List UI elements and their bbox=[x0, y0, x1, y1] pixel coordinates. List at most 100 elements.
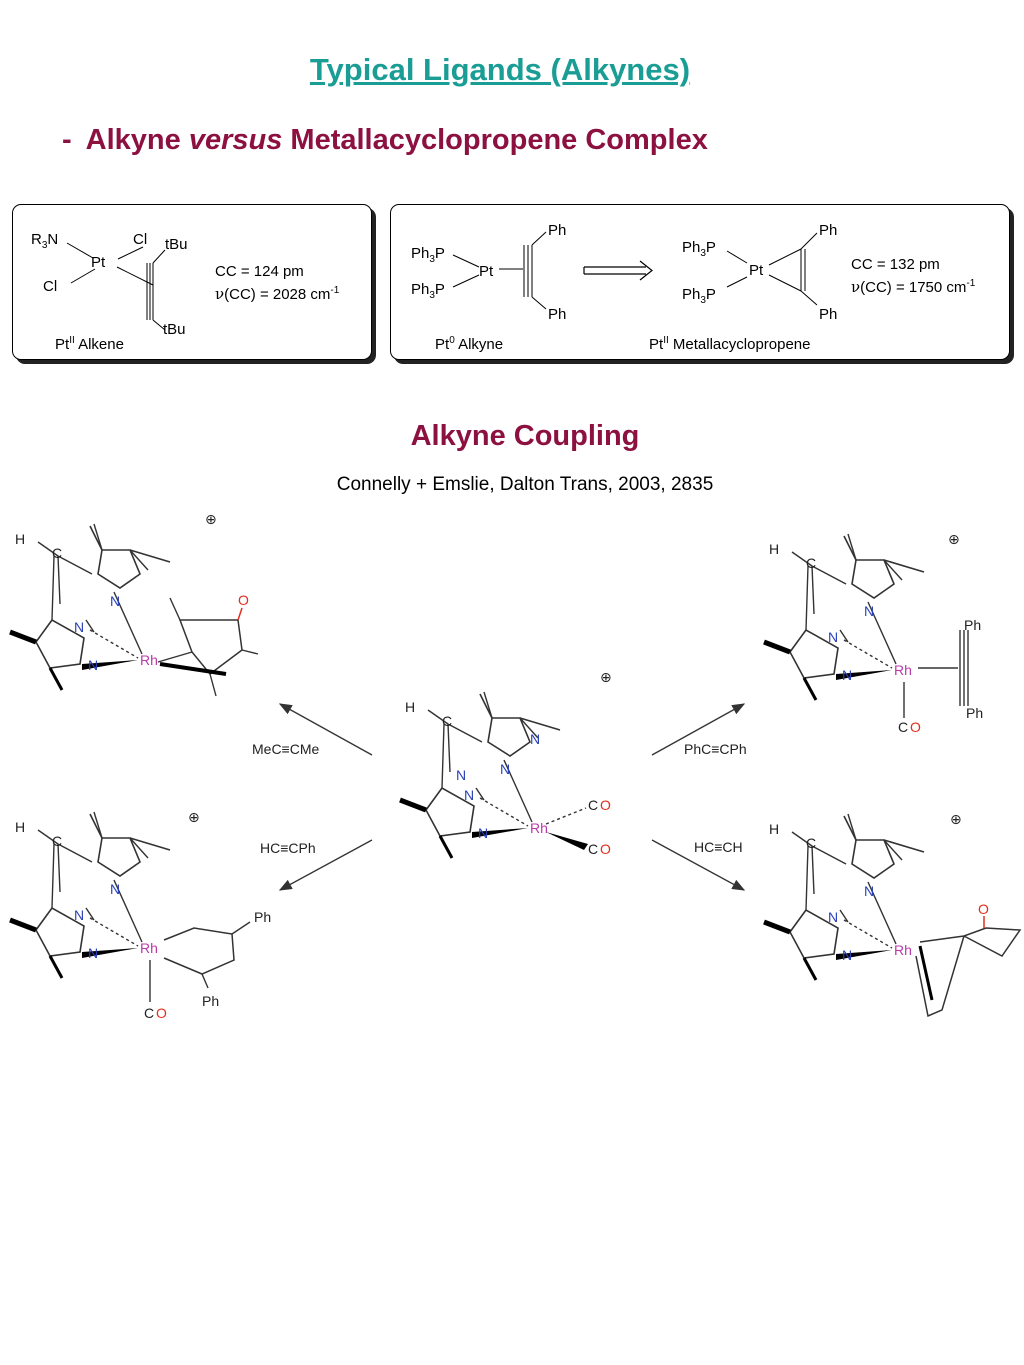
co-o-atom: O bbox=[910, 719, 921, 735]
alkene-cc: CC = 124 pm bbox=[215, 263, 304, 280]
n-atom: N bbox=[88, 945, 98, 961]
citation: Connelly + Emslie, Dalton Trans, 2003, 2… bbox=[336, 474, 714, 495]
rh-atom: Rh bbox=[530, 820, 548, 836]
subtitle-italic: versus bbox=[188, 124, 283, 156]
n-atom: N bbox=[88, 657, 98, 673]
page-title: Typical Ligands (Alkynes) bbox=[309, 52, 691, 87]
metallacycle-cc: CC = 132 pm bbox=[851, 256, 940, 273]
n-atom: N bbox=[864, 883, 874, 899]
plus-charge: ⊕ bbox=[600, 669, 612, 685]
alkene-caption: PtII Alkene bbox=[55, 335, 124, 353]
plus-charge: ⊕ bbox=[205, 511, 217, 527]
metallacycle-nu: ν(CC) = 1750 cm-1 bbox=[851, 278, 976, 296]
n-atom: N bbox=[864, 603, 874, 619]
subtitle: -Alkyne versus Metallacyclopropene Compl… bbox=[62, 124, 708, 157]
pt2-label: Pt bbox=[749, 262, 764, 279]
o-atom: O bbox=[238, 592, 249, 608]
product-bottom-right: N N N Rh H C O ⊕ bbox=[764, 811, 1022, 1018]
ph-label: Ph bbox=[202, 993, 219, 1009]
co-c-atom: C bbox=[144, 1005, 154, 1021]
central-complex: N N N N N Rh H C C O C O ⊕ bbox=[400, 669, 612, 858]
alkyne-caption: Pt0 Alkyne bbox=[435, 335, 504, 353]
rh-atom: Rh bbox=[894, 942, 912, 958]
n-atom: N bbox=[500, 761, 510, 777]
reaction-scheme: N N N N N Rh H C C O C O ⊕ N N N Rh H C … bbox=[0, 511, 1022, 1021]
arrow-top-right bbox=[651, 703, 746, 756]
o-atom: O bbox=[978, 901, 989, 917]
tbu-bottom-label: tBu bbox=[163, 321, 186, 338]
co-c-atom: C bbox=[588, 841, 598, 857]
ph-bottom-left: Ph bbox=[548, 306, 567, 323]
metallacycle-box: Ph3P Ph3P Pt Ph Ph Ph3P Ph3P Pt Ph Ph CC… bbox=[390, 204, 1010, 360]
n-atom: N bbox=[828, 629, 838, 645]
ph3p-bottom-left: Ph3P bbox=[411, 281, 445, 301]
n-atom: N bbox=[842, 947, 852, 963]
c-atom: C bbox=[806, 555, 816, 571]
ph-top-right: Ph bbox=[819, 222, 838, 239]
c-atom: C bbox=[806, 835, 816, 851]
n-atom: N bbox=[74, 907, 84, 923]
cl-left-label: Cl bbox=[43, 278, 58, 295]
co-o-atom: O bbox=[156, 1005, 167, 1021]
ph-label: Ph bbox=[966, 705, 983, 721]
n-atom: N bbox=[110, 881, 120, 897]
subtitle-pre: Alkyne bbox=[85, 124, 181, 156]
reagent-top-right: PhC≡CPh bbox=[684, 741, 747, 757]
arrow-bottom-left bbox=[278, 839, 373, 891]
n-atom: N bbox=[828, 909, 838, 925]
c-atom: C bbox=[52, 833, 62, 849]
n-atom: N bbox=[478, 825, 488, 841]
n-atom: N bbox=[464, 787, 474, 803]
n-atom: N bbox=[530, 731, 540, 747]
ph3p-bottom-right: Ph3P bbox=[682, 286, 716, 306]
h-atom: H bbox=[15, 819, 25, 835]
c-atom: C bbox=[52, 545, 62, 561]
pt-label: Pt bbox=[91, 254, 106, 271]
metallacycle-structure bbox=[452, 231, 818, 310]
cl-top-label: Cl bbox=[133, 231, 148, 248]
alkyne-coupling-title: Alkyne Coupling bbox=[410, 420, 640, 452]
co-o-atom: O bbox=[600, 841, 611, 857]
product-bottom-left: N N N Rh H C C O Ph Ph ⊕ bbox=[10, 809, 271, 1021]
n-atom: N bbox=[456, 767, 466, 783]
alkene-nu: ν(CC) = 2028 cm-1 bbox=[215, 285, 340, 303]
arrow-top-left bbox=[278, 703, 373, 756]
n-atom: N bbox=[74, 619, 84, 635]
ph3p-top-right: Ph3P bbox=[682, 239, 716, 259]
h-atom: H bbox=[769, 821, 779, 837]
reagent-top-left: MeC≡CMe bbox=[252, 741, 320, 757]
arrow-bottom-right bbox=[651, 839, 746, 891]
rh-atom: Rh bbox=[140, 940, 158, 956]
subtitle-dash: - bbox=[62, 124, 72, 156]
n-atom: N bbox=[842, 667, 852, 683]
alkene-box: R3N Pt Cl Cl tBu tBu CC = 124 pm ν(CC) =… bbox=[12, 204, 372, 360]
tbu-top-label: tBu bbox=[165, 236, 188, 253]
ph-label: Ph bbox=[964, 617, 981, 633]
alkene-structure bbox=[66, 242, 166, 331]
h-atom: H bbox=[405, 699, 415, 715]
c-atom: C bbox=[442, 713, 452, 729]
product-top-right: N N N Rh H C C O Ph Ph ⊕ bbox=[764, 531, 983, 735]
reagent-bottom-right: HC≡CH bbox=[694, 839, 743, 855]
co-o-atom: O bbox=[600, 797, 611, 813]
plus-charge: ⊕ bbox=[948, 531, 960, 547]
reagent-bottom-left: HC≡CPh bbox=[260, 840, 316, 856]
r3n-label: R3N bbox=[31, 231, 59, 251]
rh-atom: Rh bbox=[894, 662, 912, 678]
co-c-atom: C bbox=[898, 719, 908, 735]
ph-bottom-right: Ph bbox=[819, 306, 838, 323]
n-atom: N bbox=[110, 593, 120, 609]
ph-label: Ph bbox=[254, 909, 271, 925]
h-atom: H bbox=[15, 531, 25, 547]
ph-top-left: Ph bbox=[548, 222, 567, 239]
co-c-atom: C bbox=[588, 797, 598, 813]
ph3p-top-left: Ph3P bbox=[411, 245, 445, 265]
h-atom: H bbox=[769, 541, 779, 557]
metallacyclopropene-caption: PtII Metallacyclopropene bbox=[649, 335, 811, 353]
product-top-left: N N N Rh H C O ⊕ bbox=[10, 511, 259, 697]
rh-atom: Rh bbox=[140, 652, 158, 668]
subtitle-post: Metallacyclopropene Complex bbox=[290, 124, 708, 156]
plus-charge: ⊕ bbox=[950, 811, 962, 827]
pt0-label: Pt bbox=[479, 263, 494, 280]
plus-charge: ⊕ bbox=[188, 809, 200, 825]
